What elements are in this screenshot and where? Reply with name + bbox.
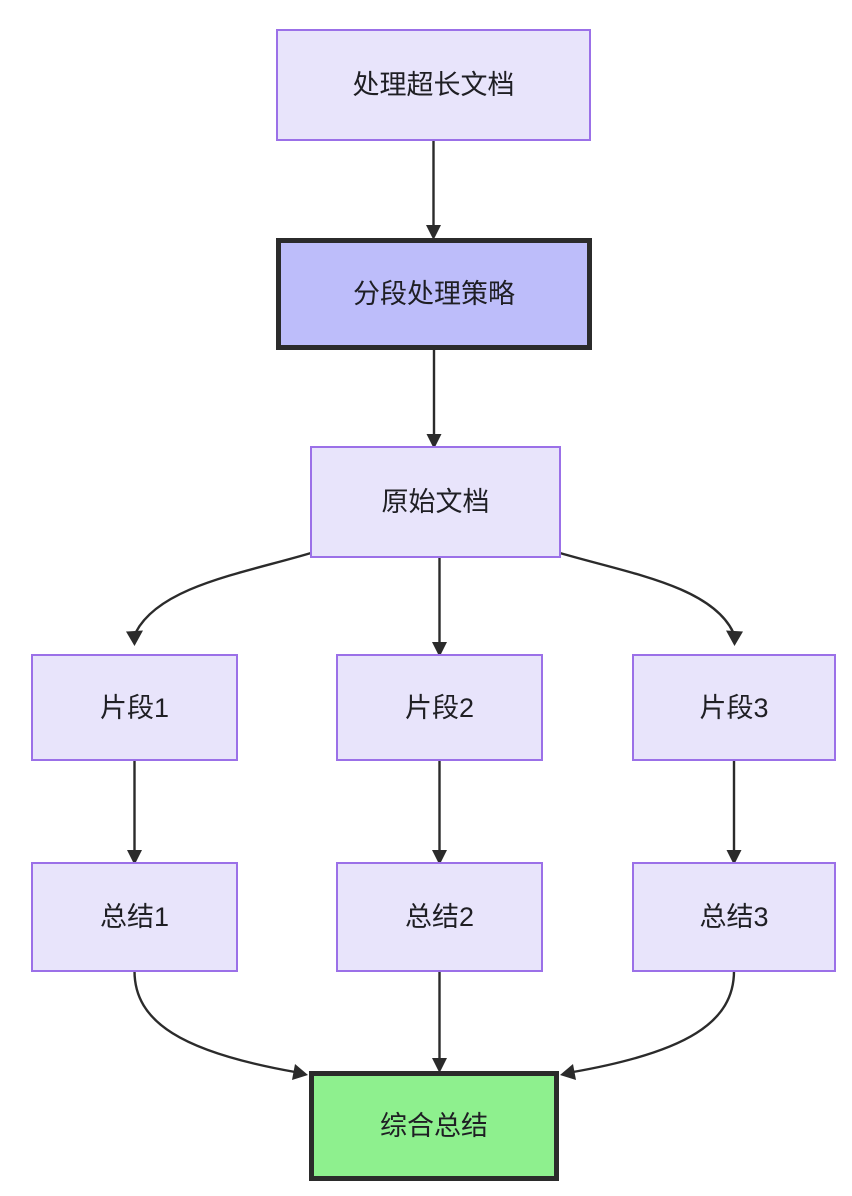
node-summary-1[interactable]: 总结1: [31, 862, 238, 972]
edge-n5-n8: [432, 760, 447, 865]
edge-n7-n10: [133, 970, 308, 1080]
edge-n3-n6: [559, 551, 743, 646]
node-rect-n3[interactable]: [310, 446, 561, 558]
node-rect-n6[interactable]: [632, 654, 836, 761]
edge-n8-n10: [432, 971, 447, 1073]
node-summary-2[interactable]: 总结2: [336, 862, 543, 972]
node-rect-n7[interactable]: [31, 862, 238, 972]
node-rect-n5[interactable]: [336, 654, 543, 761]
edge-n3-n4: [126, 551, 312, 646]
node-rect-n4[interactable]: [31, 654, 238, 761]
node-fragment-1[interactable]: 片段1: [31, 654, 238, 761]
edge-n6-n9: [726, 760, 742, 865]
node-rect-n8[interactable]: [336, 862, 543, 972]
node-summary-3[interactable]: 总结3: [632, 862, 836, 972]
node-rect-n1[interactable]: [276, 29, 591, 141]
edge-n2-n3: [426, 350, 442, 449]
edge-n1-n2: [426, 140, 441, 240]
node-rect-n10[interactable]: [309, 1071, 559, 1181]
node-rect-n2[interactable]: [276, 238, 592, 350]
node-final-summary[interactable]: 综合总结: [309, 1071, 559, 1181]
node-process-long-document[interactable]: 处理超长文档: [276, 29, 591, 141]
node-chunking-strategy[interactable]: 分段处理策略: [276, 238, 592, 350]
node-rect-n9[interactable]: [632, 862, 836, 972]
edge-layer: [126, 140, 743, 1080]
edge-n9-n10: [560, 970, 736, 1080]
node-fragment-2[interactable]: 片段2: [336, 654, 543, 761]
node-layer: 处理超长文档 分段处理策略 原始文档 片段1 片段2 片段3: [31, 29, 836, 1181]
node-original-document[interactable]: 原始文档: [310, 446, 561, 558]
node-fragment-3[interactable]: 片段3: [632, 654, 836, 761]
edge-n3-n5: [432, 557, 447, 657]
edge-n4-n7: [127, 760, 142, 865]
